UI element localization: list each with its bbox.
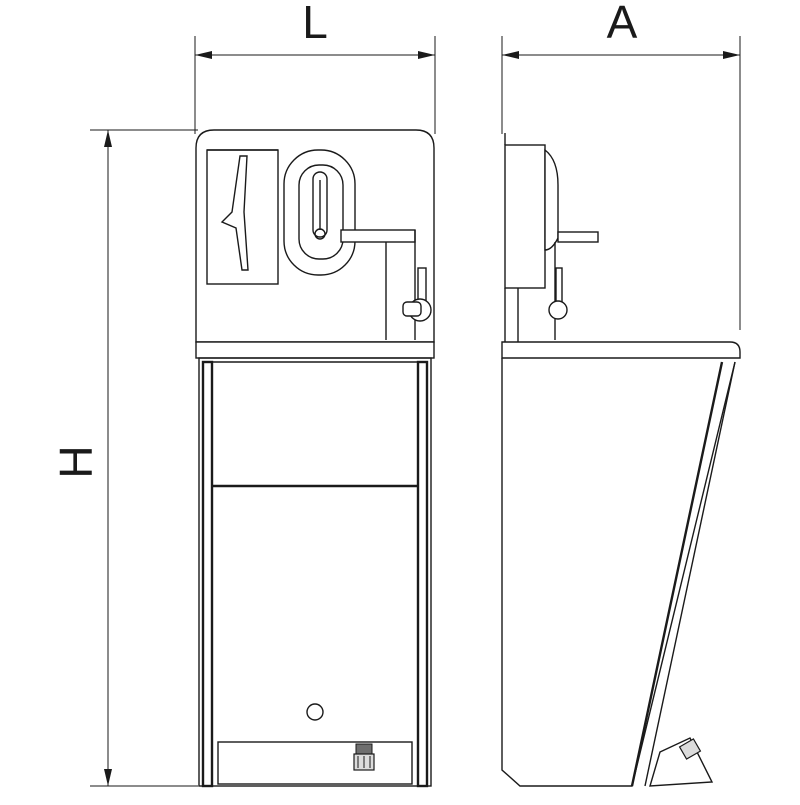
front-upper-cabinet bbox=[195, 129, 435, 343]
side-view bbox=[501, 133, 741, 787]
front-pedestal bbox=[198, 357, 432, 788]
side-basin-rim bbox=[501, 341, 741, 359]
width-arrow-left bbox=[195, 51, 212, 59]
width-label: L bbox=[302, 0, 328, 48]
side-upper-back bbox=[504, 144, 546, 289]
pedestal-outline bbox=[198, 357, 432, 787]
soap-level-gauge bbox=[312, 171, 328, 238]
side-faucet-head bbox=[548, 300, 568, 320]
towel-dispenser-body bbox=[206, 149, 279, 285]
soap-dispenser-window bbox=[298, 164, 344, 260]
faucet-assembly bbox=[340, 229, 432, 340]
pedestal-right-frame bbox=[416, 360, 429, 788]
front-view bbox=[195, 129, 435, 788]
dimension-width: L bbox=[194, 0, 436, 134]
pedestal-kickplate bbox=[217, 741, 413, 785]
faucet-shelf bbox=[340, 229, 416, 243]
side-pedestal-front-face bbox=[644, 361, 736, 787]
dimension-height: H bbox=[50, 129, 198, 787]
dimension-depth: A bbox=[501, 0, 741, 330]
side-faucet-lever bbox=[555, 267, 563, 303]
pedestal-knob bbox=[306, 703, 324, 721]
side-soap-dispenser bbox=[544, 148, 559, 251]
depth-arrow-left bbox=[502, 51, 519, 59]
side-pedestal-outline bbox=[501, 358, 736, 787]
towel-dispenser bbox=[206, 149, 279, 285]
towel-dispenser-lever bbox=[220, 155, 249, 271]
front-basin-rim bbox=[195, 341, 435, 359]
width-arrow-right bbox=[418, 51, 435, 59]
height-label: H bbox=[50, 445, 102, 478]
side-faucet-shelf bbox=[557, 231, 599, 243]
faucet-lever bbox=[417, 267, 427, 303]
pedestal-left-frame bbox=[201, 360, 214, 788]
soap-level-bulb bbox=[314, 228, 326, 240]
depth-label: A bbox=[607, 0, 638, 48]
soap-dispenser bbox=[283, 149, 356, 276]
height-arrow-bottom bbox=[104, 769, 112, 786]
side-pedal-housing bbox=[649, 737, 714, 787]
faucet-spout bbox=[402, 301, 422, 317]
foot-pedal-top bbox=[355, 743, 373, 755]
height-arrow-top bbox=[104, 130, 112, 147]
side-pedestal-front-edge bbox=[630, 361, 724, 787]
side-foot-pedal bbox=[678, 738, 702, 760]
depth-arrow-right bbox=[723, 51, 740, 59]
